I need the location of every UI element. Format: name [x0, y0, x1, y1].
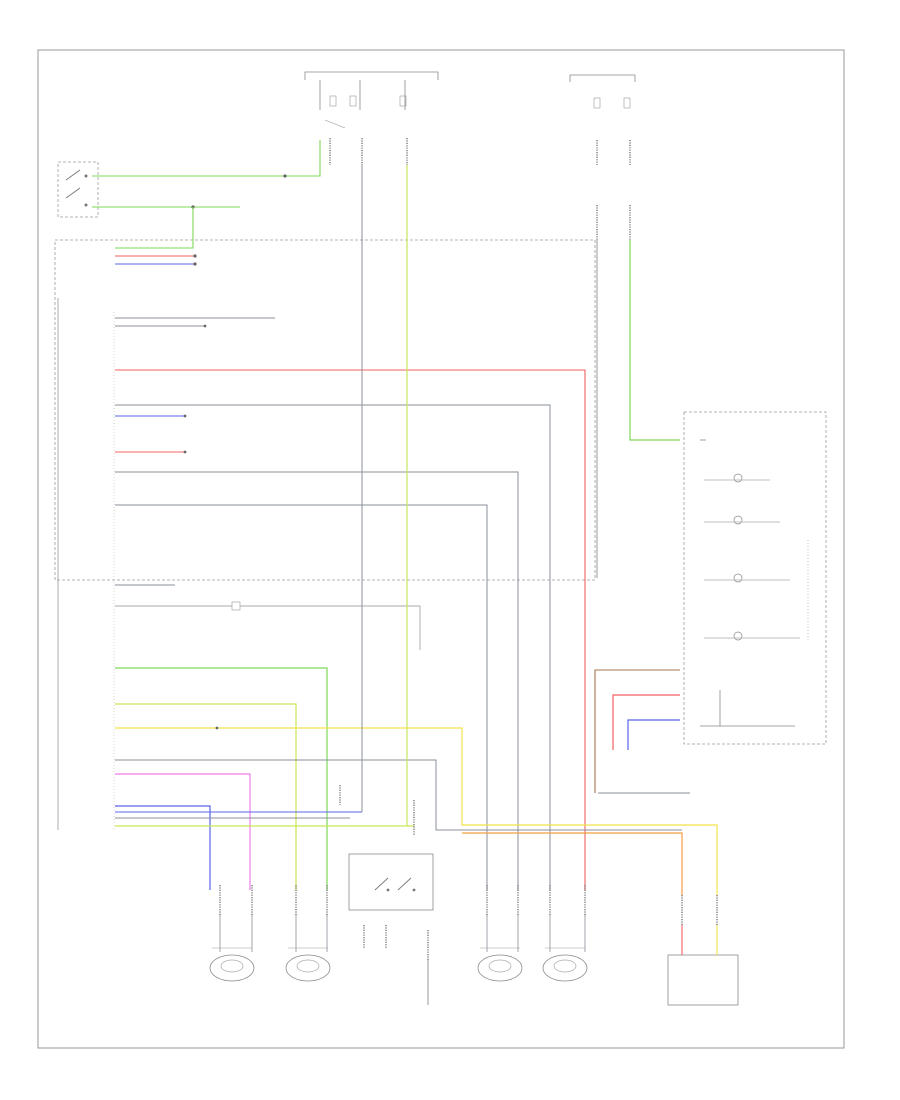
- wire-red-right-front-sensor: [115, 369, 586, 890]
- splice-point: [283, 174, 287, 178]
- right-front-wheel-speed-sensor: [209, 885, 255, 982]
- ignition-fuse-box: [569, 74, 636, 109]
- splice-point: [183, 414, 187, 418]
- splice-point: [183, 450, 187, 454]
- instrument-cluster: [683, 411, 827, 745]
- wire-orange-vsc-module: [462, 832, 683, 895]
- wire-green-module-feed: [115, 207, 194, 249]
- wire-gray-right-rear-sensor: [115, 504, 488, 890]
- wire-green-left-rear-sensor: [115, 667, 328, 890]
- wire-pink-right-front-sensor: [115, 773, 251, 890]
- left-rear-wheel-speed-sensor: [285, 885, 331, 982]
- connector-box: [231, 601, 241, 611]
- wire-green-brake-switch: [92, 140, 321, 177]
- wire-red-cluster: [612, 694, 680, 750]
- wire-gray-vsc-module: [115, 759, 682, 831]
- wire-gray-right-front-sensor: [115, 404, 551, 890]
- splice-point: [203, 324, 207, 328]
- wire-blue-cluster: [627, 719, 680, 750]
- wire-brown-cluster: [594, 669, 680, 793]
- brake-light-switch: [57, 161, 99, 218]
- left-front-wheel-speed-sensor: [542, 885, 588, 982]
- splice-point: [193, 262, 197, 266]
- vsc-control-module: [667, 895, 739, 1006]
- wire-gray-right-rear-sensor: [115, 471, 519, 890]
- abs-module-outline: [54, 239, 596, 581]
- wire-green-cluster-feed: [629, 240, 680, 441]
- abs-relay: [348, 853, 434, 911]
- diagram-frame: [37, 49, 845, 1049]
- wire-yellow-vsc-module: [115, 727, 718, 895]
- wire-blue-right-front-sensor: [115, 805, 211, 890]
- splice-point: [193, 254, 197, 258]
- wire-gray-diagnosis: [115, 605, 421, 650]
- right-rear-wheel-speed-sensor: [477, 885, 523, 982]
- splice-point: [215, 726, 219, 730]
- hot-at-all-times-fuse-box: [304, 71, 439, 129]
- wire-light-green-left-rear-sensor: [115, 703, 297, 890]
